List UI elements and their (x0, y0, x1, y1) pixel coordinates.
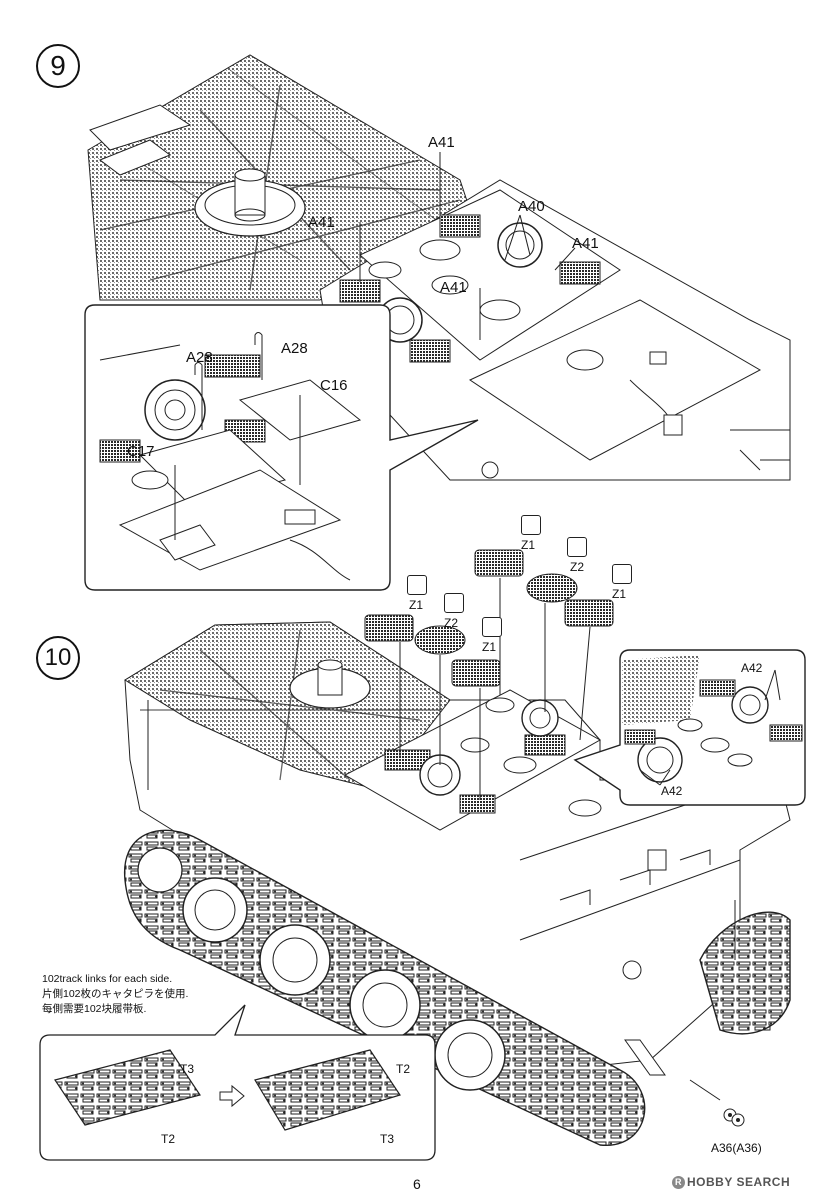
track-note-japanese: 片側102枚のキャタピラを使用. (42, 988, 189, 1000)
label-a40: A40 (518, 198, 545, 215)
registered-mark-icon: R (672, 1176, 685, 1189)
step9-detail-callout (84, 304, 479, 591)
step10-number: 10 (36, 636, 80, 680)
paint-brush-icon (482, 617, 502, 637)
step10-detail-callout (573, 649, 806, 806)
step10-hull (124, 621, 791, 1076)
paint-brush-icon (521, 515, 541, 535)
label-z1-a: Z1 (521, 538, 536, 552)
track-note-english: 102track links for each side. (42, 973, 173, 985)
label-a41-top: A41 (428, 134, 455, 151)
label-c16: C16 (320, 377, 348, 394)
paint-brush-icon (612, 564, 632, 584)
label-a41-left: A41 (308, 214, 335, 231)
label-a28-b: A28 (281, 340, 308, 357)
track-link-note: 102track links for each side. 片側102枚のキャタ… (42, 972, 188, 1017)
step9-deck-plates (89, 104, 192, 176)
step10-leaders (147, 578, 736, 1101)
step9-engine-deck (319, 179, 791, 481)
paint-brush-icon (407, 575, 427, 595)
label-t3-a: T3 (180, 1062, 195, 1076)
step10-mesh-screens (364, 549, 614, 687)
track-link-detail-callout (39, 1004, 436, 1161)
label-z1-d: Z1 (482, 640, 497, 654)
label-z1-b: Z1 (612, 587, 627, 601)
label-a41-mid: A41 (440, 279, 467, 296)
label-z1-c: Z1 (409, 598, 424, 612)
step9-number: 9 (36, 44, 80, 88)
label-t2-b: T2 (396, 1062, 411, 1076)
label-a42-b: A42 (661, 784, 683, 798)
label-a42-a: A42 (741, 661, 763, 675)
paint-brush-icon (444, 593, 464, 613)
label-z2-a: Z2 (570, 560, 585, 574)
label-a41-right: A41 (572, 235, 599, 252)
label-t2-a: T2 (161, 1132, 176, 1146)
label-a28-a: A28 (186, 349, 213, 366)
paint-brush-icon (567, 537, 587, 557)
step9-cupola (194, 168, 306, 237)
page-number: 6 (413, 1176, 421, 1192)
watermark-text: HOBBY SEARCH (687, 1175, 791, 1189)
label-a36: A36(A36) (711, 1141, 762, 1155)
label-z2-b: Z2 (444, 616, 459, 630)
step9-leaders (359, 152, 576, 340)
track-note-chinese: 每側需要102块履带板. (42, 1003, 147, 1015)
label-c17: C17 (127, 443, 155, 460)
label-t3-b: T3 (380, 1132, 395, 1146)
a36-part (723, 1108, 745, 1127)
step10-road-wheels (137, 847, 506, 1091)
